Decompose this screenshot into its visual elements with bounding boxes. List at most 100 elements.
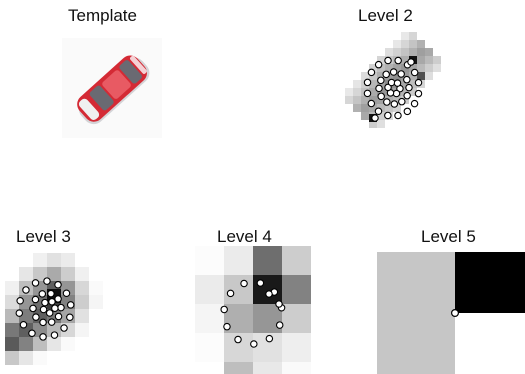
- grid-cell: [282, 304, 311, 333]
- feature-point: [364, 90, 370, 96]
- feature-point: [404, 76, 410, 82]
- template-car-image: [62, 38, 162, 138]
- feature-point: [51, 332, 57, 338]
- grid-cell: [409, 40, 417, 48]
- feature-point: [384, 99, 390, 105]
- grid-cell: [425, 72, 433, 80]
- feature-point: [375, 108, 381, 114]
- feature-point: [266, 291, 272, 297]
- grid-cell: [75, 267, 89, 281]
- feature-point: [23, 287, 29, 293]
- feature-point: [40, 319, 46, 325]
- feature-point: [266, 335, 272, 341]
- feature-point: [39, 291, 45, 297]
- grid-cell: [401, 32, 409, 40]
- feature-point: [61, 325, 67, 331]
- grid-cell: [433, 64, 441, 72]
- feature-point: [67, 314, 73, 320]
- grid-cell: [377, 120, 385, 128]
- grid-cell: [195, 304, 224, 333]
- feature-point: [20, 322, 26, 328]
- grid-cell: [353, 80, 361, 88]
- feature-point: [393, 90, 399, 96]
- feature-point: [395, 57, 401, 63]
- feature-point: [376, 85, 382, 91]
- grid-cell: [89, 295, 103, 309]
- grid-cell: [282, 246, 311, 275]
- feature-point: [388, 79, 394, 85]
- feature-point: [372, 115, 378, 121]
- grid-cell: [385, 48, 393, 56]
- grid-cell: [425, 48, 433, 56]
- title-level-5: Level 5: [421, 227, 476, 247]
- grid-cell: [401, 48, 409, 56]
- feature-point: [55, 313, 61, 319]
- feature-point: [404, 108, 410, 114]
- feature-point: [378, 93, 384, 99]
- feature-point: [46, 310, 52, 316]
- grid-cell: [224, 275, 253, 304]
- feature-point: [276, 301, 282, 307]
- grid-cell: [75, 295, 89, 309]
- title-level-4: Level 4: [217, 227, 272, 247]
- level-5-cell: [377, 252, 455, 374]
- grid-cell: [33, 351, 47, 365]
- feature-point: [390, 69, 396, 75]
- feature-point: [224, 323, 230, 329]
- grid-cell: [195, 275, 224, 304]
- grid-cell: [353, 96, 361, 104]
- feature-point: [277, 322, 283, 328]
- grid-cell: [47, 337, 61, 351]
- grid-cell: [19, 267, 33, 281]
- grid-cell: [195, 246, 224, 275]
- grid-cell: [353, 104, 361, 112]
- feature-point: [395, 112, 401, 118]
- feature-point: [411, 69, 417, 75]
- grid-cell: [253, 246, 282, 275]
- feature-point: [398, 71, 404, 77]
- feature-point: [32, 280, 38, 286]
- feature-point: [227, 290, 233, 296]
- grid-cell: [425, 64, 433, 72]
- feature-point: [415, 79, 421, 85]
- feature-point: [378, 77, 384, 83]
- feature-point: [40, 306, 46, 312]
- feature-point: [49, 319, 55, 325]
- grid-cell: [224, 362, 253, 374]
- title-level-2: Level 2: [358, 6, 413, 26]
- grid-cell: [61, 253, 75, 267]
- grid-cell: [361, 104, 369, 112]
- grid-cell: [282, 362, 311, 374]
- grid-cell: [5, 351, 19, 365]
- feature-point: [411, 100, 417, 106]
- feature-point: [399, 98, 405, 104]
- grid-cell: [253, 275, 282, 304]
- feature-point: [257, 280, 263, 286]
- grid-cell: [393, 48, 401, 56]
- level-4-grid: [195, 246, 311, 374]
- grid-cell: [425, 56, 433, 64]
- grid-cell: [417, 64, 425, 72]
- feature-point: [63, 290, 69, 296]
- level-3-panel: [5, 253, 105, 373]
- feature-point: [406, 84, 412, 90]
- feature-point: [364, 79, 370, 85]
- grid-cell: [47, 253, 61, 267]
- grid-cell: [393, 40, 401, 48]
- feature-point: [368, 100, 374, 106]
- feature-point: [221, 306, 227, 312]
- feature-point: [385, 57, 391, 63]
- feature-point: [48, 290, 54, 296]
- grid-cell: [5, 281, 19, 295]
- level-2-panel: [345, 32, 455, 142]
- grid-cell: [89, 281, 103, 295]
- feature-point: [16, 310, 22, 316]
- feature-point: [42, 299, 48, 305]
- feature-point: [68, 302, 74, 308]
- feature-point: [49, 299, 55, 305]
- level-5-panel: [377, 252, 525, 374]
- grid-cell: [433, 56, 441, 64]
- grid-cell: [75, 323, 89, 337]
- grid-cell: [417, 56, 425, 64]
- feature-point: [391, 101, 397, 107]
